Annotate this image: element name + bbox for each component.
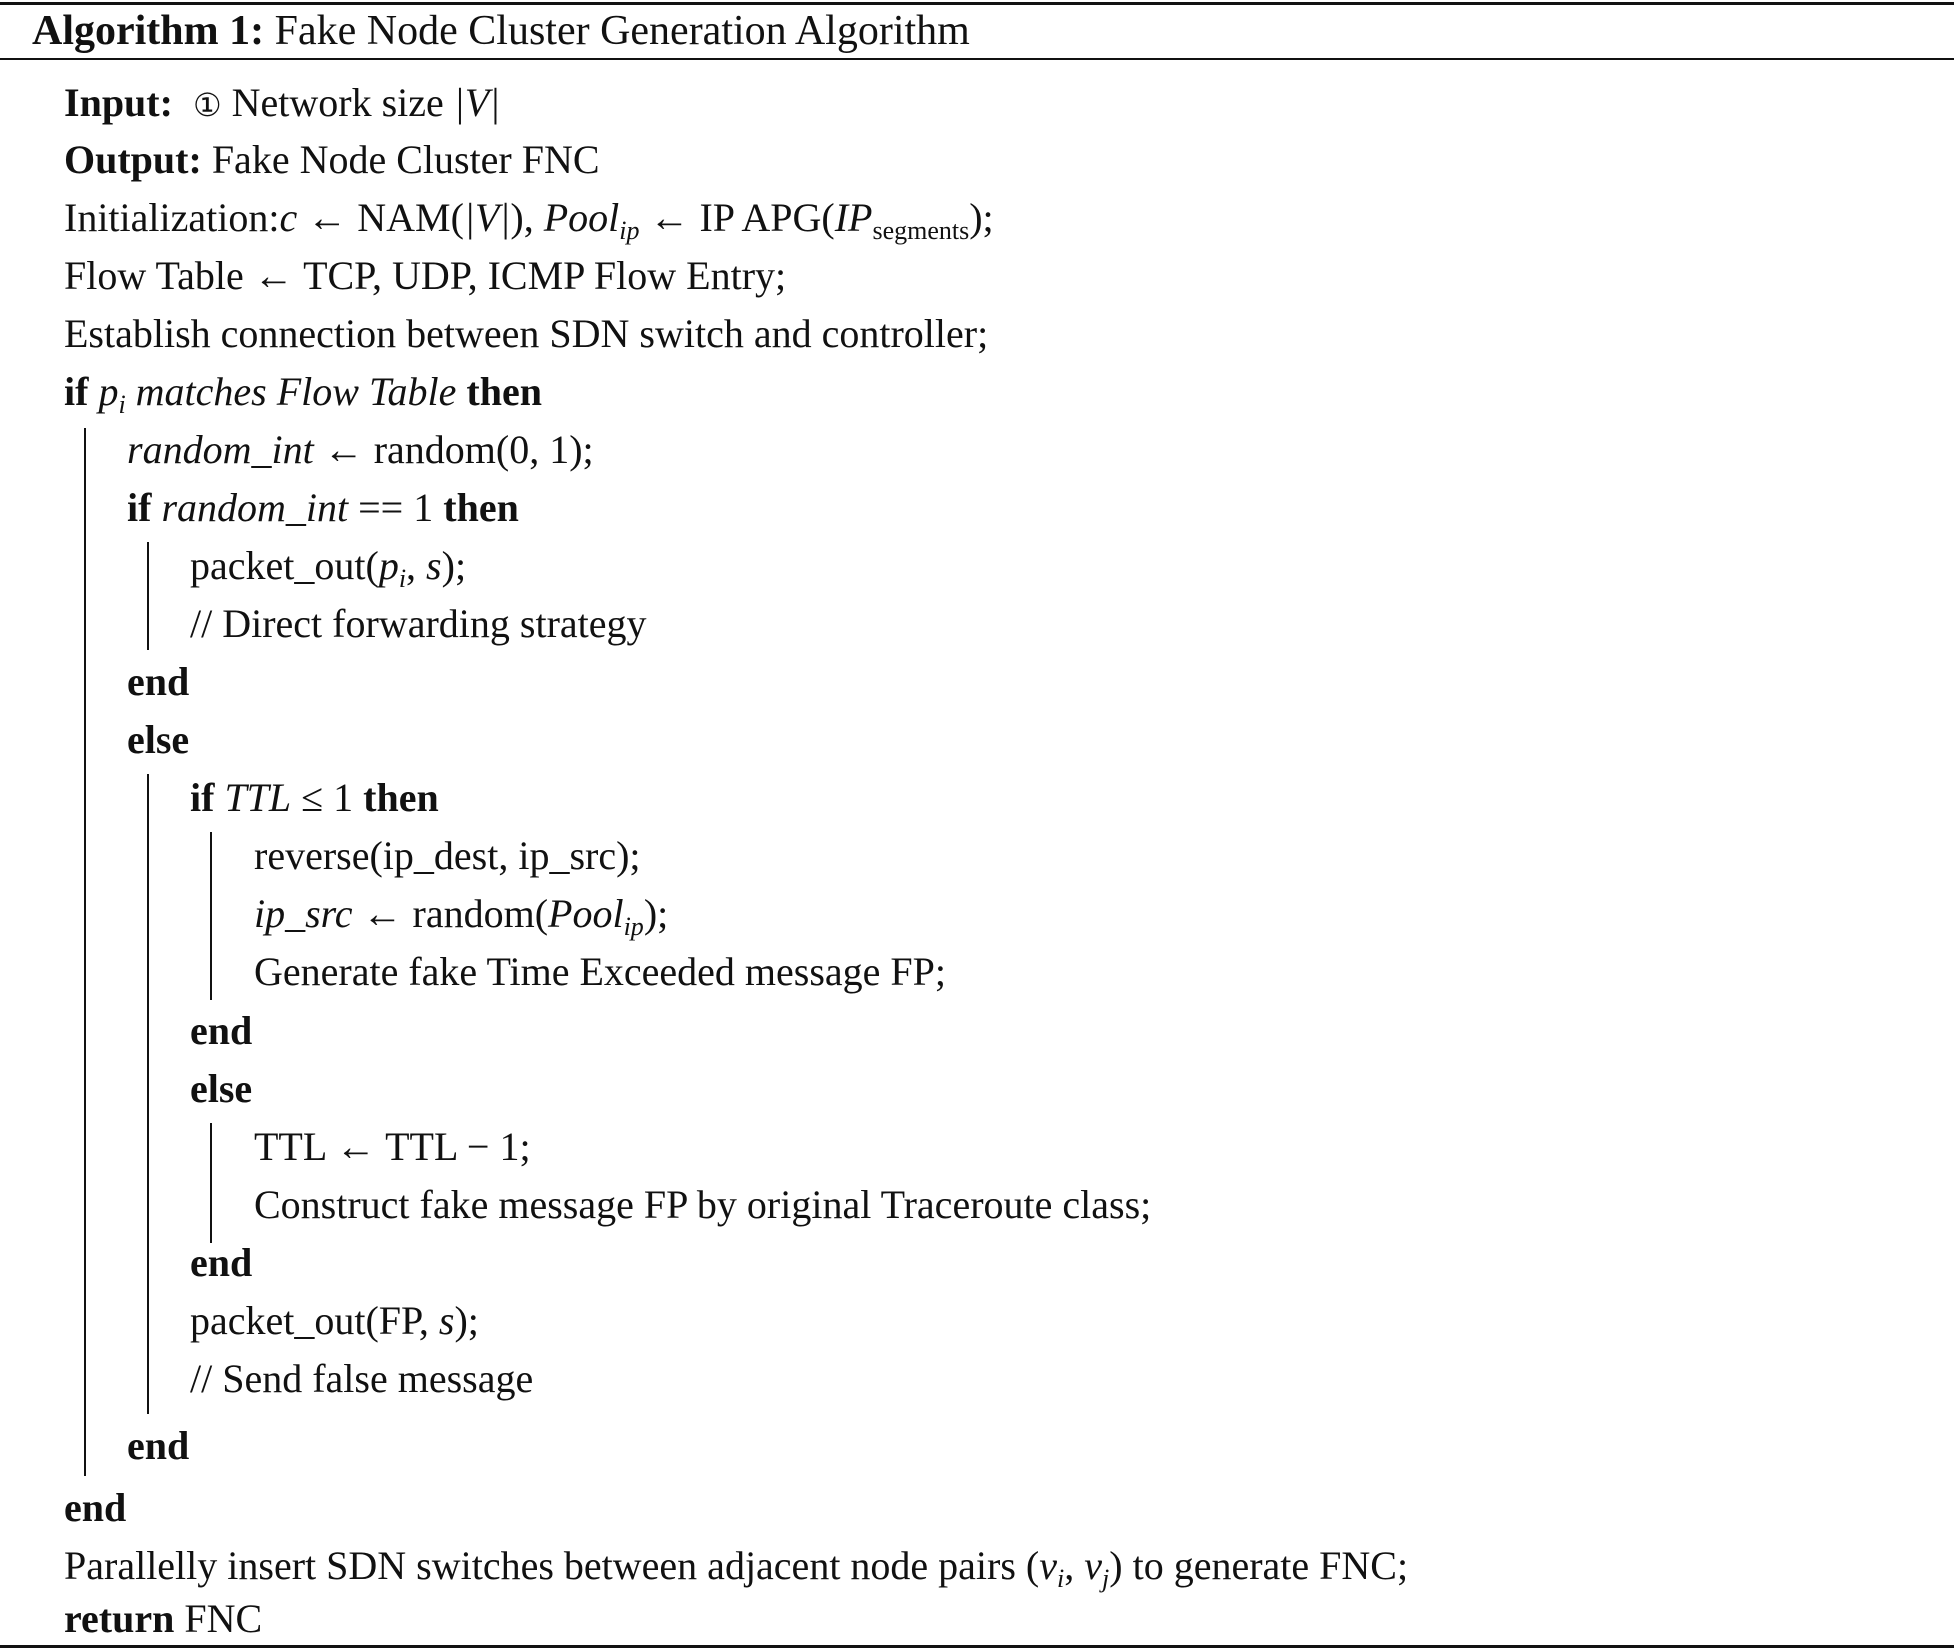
- block-bar-level3a: [210, 832, 212, 1000]
- block-bar-level1: [84, 428, 86, 1476]
- caption-title: Fake Node Cluster Generation Algorithm: [274, 8, 970, 54]
- else-line: else: [127, 717, 190, 762]
- return-line: return FNC: [64, 1596, 263, 1641]
- top-rule: [0, 2, 1954, 5]
- ip-src-line: ip_src ← random(Poolip);: [254, 891, 669, 941]
- comment-direct-line: // Direct forwarding strategy: [190, 601, 647, 646]
- random-int-line: random_int ← random(0, 1);: [127, 427, 594, 472]
- packet-out-direct-line: packet_out(pi, s);: [190, 543, 467, 593]
- end-line: end: [64, 1485, 127, 1530]
- caption-rule: [0, 58, 1954, 60]
- end-line: end: [127, 1423, 190, 1468]
- construct-line: Construct fake message FP by original Tr…: [254, 1182, 1152, 1227]
- initialization-line: Initialization:c ← NAM(|V|), Poolip ← IP…: [64, 195, 994, 245]
- packet-out-fp-line: packet_out(FP, s);: [190, 1298, 479, 1343]
- block-bar-level2a: [147, 542, 149, 650]
- output-line: Output: Fake Node Cluster FNC: [64, 137, 600, 182]
- bottom-rule: [0, 1645, 1954, 1648]
- circled-one-icon: ①: [192, 86, 222, 124]
- parallel-insert-line: Parallelly insert SDN switches between a…: [64, 1543, 1409, 1593]
- generate-fake-line: Generate fake Time Exceeded message FP;: [254, 949, 947, 994]
- establish-line: Establish connection between SDN switch …: [64, 311, 989, 356]
- comment-send-line: // Send false message: [190, 1356, 534, 1401]
- ttl-decrement-line: TTL ← TTL − 1;: [254, 1124, 531, 1169]
- flow-table-line: Flow Table ← TCP, UDP, ICMP Flow Entry;: [64, 253, 787, 298]
- caption-label: Algorithm 1:: [32, 8, 265, 54]
- end-line: end: [190, 1008, 253, 1053]
- algorithm-caption: Algorithm 1: Fake Node Cluster Generatio…: [32, 6, 970, 56]
- if-random-line: if random_int == 1 then: [127, 485, 519, 530]
- else-line: else: [190, 1066, 253, 1111]
- if-line: if pi matches Flow Table then: [64, 369, 542, 419]
- block-bar-level2b: [147, 774, 149, 1414]
- if-ttl-line: if TTL ≤ 1 then: [190, 775, 439, 820]
- end-line: end: [190, 1240, 253, 1285]
- input-line: Input: ① Network size |V|: [64, 80, 501, 125]
- reverse-line: reverse(ip_dest, ip_src);: [254, 833, 641, 878]
- block-bar-level3b: [210, 1123, 212, 1243]
- end-line: end: [127, 659, 190, 704]
